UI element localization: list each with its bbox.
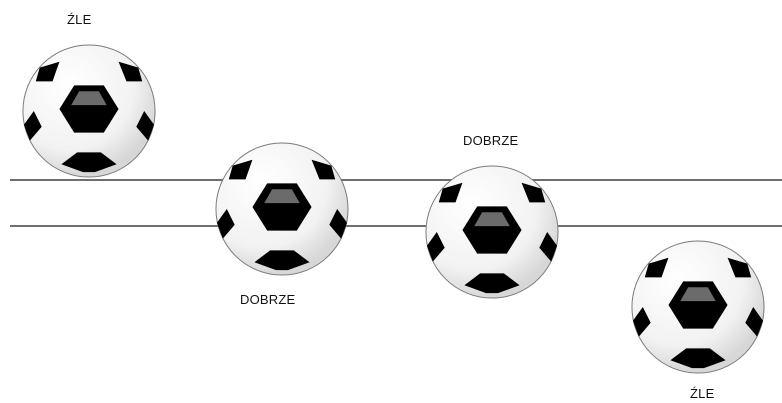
label-top-left: ŹLE <box>67 12 92 27</box>
soccer-ball-icon <box>423 163 561 301</box>
soccer-ball-icon <box>213 140 351 278</box>
soccer-ball-icon <box>20 42 158 180</box>
label-middle-right: DOBRZE <box>463 133 519 148</box>
label-middle-left: DOBRZE <box>240 292 296 307</box>
soccer-ball-icon <box>629 238 767 376</box>
top-line <box>10 179 782 181</box>
label-bottom-right: ŹLE <box>690 386 715 401</box>
bottom-line <box>10 225 782 227</box>
